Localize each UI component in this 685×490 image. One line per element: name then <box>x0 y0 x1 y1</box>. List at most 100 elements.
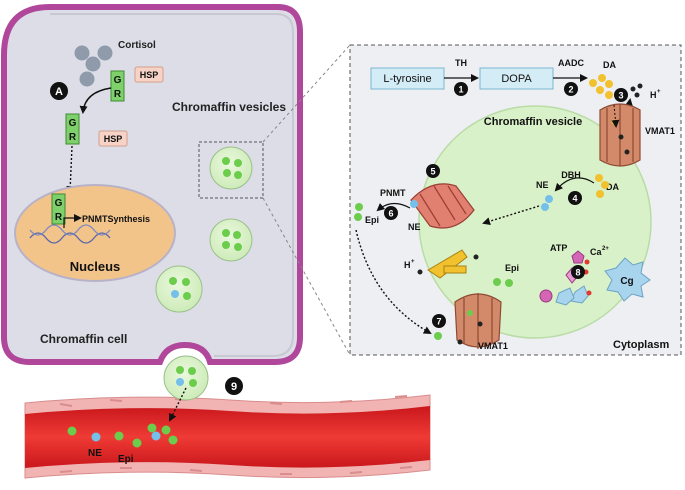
chromaffin-cell: Cortisol A HSP G R G R HSP G R PNMTSynth… <box>0 3 303 422</box>
activation-arrow <box>79 87 112 114</box>
atp-label: ATP <box>550 243 567 253</box>
step-9-label: 9 <box>231 381 237 393</box>
step-8-badge <box>571 265 585 279</box>
da-top-label: DA <box>603 60 616 70</box>
cortisol-molecule <box>74 45 90 61</box>
h-top-sup: + <box>657 89 661 95</box>
vmat1-transporter-bottom <box>454 293 502 349</box>
gr-g-label: G <box>114 75 122 86</box>
th-label: TH <box>455 58 467 68</box>
ne-molecule <box>91 432 101 442</box>
pnmt-arrow <box>376 202 411 212</box>
dopa-label: DOPA <box>501 73 532 85</box>
vmat1-top-label: VMAT1 <box>645 126 675 136</box>
ne-mid-label: NE <box>536 180 549 190</box>
aadc-label: AADC <box>558 58 584 68</box>
chromaffin-vesicles-label: Chromaffin vesicles <box>172 100 286 114</box>
zoom-region <box>198 141 264 199</box>
badge-a-label: A <box>55 86 63 98</box>
cortisol-molecule <box>79 71 95 87</box>
hsp-box <box>134 66 164 83</box>
step-7-label: 7 <box>436 317 441 327</box>
step-4-label: 4 <box>572 194 577 204</box>
vesicle <box>209 146 253 190</box>
hsp-box <box>98 130 128 147</box>
epi-molecule <box>147 423 157 433</box>
release-arrow <box>169 387 187 422</box>
step-5-badge <box>426 164 440 178</box>
l-tyrosine-label: L-tyrosine <box>383 73 431 85</box>
cortisol-label: Cortisol <box>118 40 156 51</box>
chromaffin-vesicle <box>418 105 652 339</box>
dbh-label: DBH <box>561 170 581 180</box>
gr-receptor <box>51 193 66 225</box>
gr-r-label: R <box>55 212 63 223</box>
step-8-label: 8 <box>575 268 580 278</box>
epi-left-label: Epi <box>365 215 379 225</box>
gr-r-label: R <box>69 132 77 143</box>
chromaffin-cell-label: Chromaffin cell <box>40 332 127 346</box>
h-mid-sup: + <box>411 259 415 265</box>
epi-mid-label: Epi <box>505 263 519 273</box>
step-5-label: 5 <box>430 167 435 177</box>
ca-sup: 2+ <box>602 246 609 252</box>
da-right-label: DA <box>606 182 619 192</box>
dna-strand <box>29 224 111 236</box>
ne-left-label: NE <box>408 222 421 232</box>
transcription-arrow <box>63 214 82 228</box>
chromaffin-vesicles-text: Chromaffin vesicles <box>172 100 286 114</box>
epi-molecule <box>132 438 142 448</box>
pnmt-label: PNMT <box>380 188 406 198</box>
blood-vessel: NE Epi <box>24 394 431 479</box>
gr-receptor <box>110 70 125 102</box>
step-6-badge <box>384 206 398 220</box>
vesicle-exocytosis <box>163 355 209 401</box>
h-top-label: H <box>650 90 657 100</box>
step-1-badge <box>454 82 468 96</box>
step-3-badge <box>614 88 628 102</box>
ca-label: Ca <box>590 247 602 257</box>
epi-uptake-arrow <box>355 229 432 334</box>
blood-ne-label: NE <box>88 448 102 459</box>
vesicle <box>155 265 203 313</box>
blood-epi-label: Epi <box>118 454 134 465</box>
hsp-label: HSP <box>140 70 159 80</box>
step-6-label: 6 <box>388 209 393 219</box>
cortisol-molecule <box>85 56 101 72</box>
step-3-label: 3 <box>618 91 623 101</box>
dna-strand <box>29 232 111 244</box>
gr-g-label: G <box>69 118 77 129</box>
epi-molecule <box>161 425 171 435</box>
pnmt-enzyme <box>410 183 475 229</box>
pnmt-synthesis-label: PNMTSynthesis <box>82 214 150 224</box>
epi-molecule <box>67 426 77 436</box>
badge-a <box>50 82 68 100</box>
detail-panel: Chromaffin vesicle L-tyrosine TH 1 DOPA … <box>349 44 682 356</box>
epi-molecule <box>114 431 124 441</box>
epi-molecule <box>168 435 178 445</box>
cg-label: Cg <box>620 276 633 287</box>
h-mid-label: H <box>404 260 411 270</box>
hsp-label: HSP <box>104 134 123 144</box>
zoom-guide <box>262 44 351 356</box>
step-9-badge <box>225 377 243 395</box>
chromaffin-vesicle-label: Chromaffin vesicle <box>484 116 582 128</box>
step-1-label: 1 <box>458 85 463 95</box>
step-7-badge <box>432 314 446 328</box>
ne-molecule <box>151 431 161 441</box>
nucleus-label: Nucleus <box>70 259 121 274</box>
vmat1-bottom-label: VMAT1 <box>478 341 508 351</box>
proton-pump <box>427 249 468 279</box>
cortisol-molecule <box>97 45 113 61</box>
step-2-label: 2 <box>568 85 573 95</box>
cytoplasm-label: Cytoplasm <box>613 339 669 351</box>
dbh-arrow <box>554 177 595 192</box>
step-4-badge <box>568 191 582 205</box>
gr-g-label: G <box>55 198 63 209</box>
chromogranin <box>604 257 651 302</box>
vesicle <box>209 218 253 262</box>
step-2-badge <box>564 82 578 96</box>
gr-r-label: R <box>114 89 122 100</box>
vmat1-transporter-top <box>599 103 641 167</box>
